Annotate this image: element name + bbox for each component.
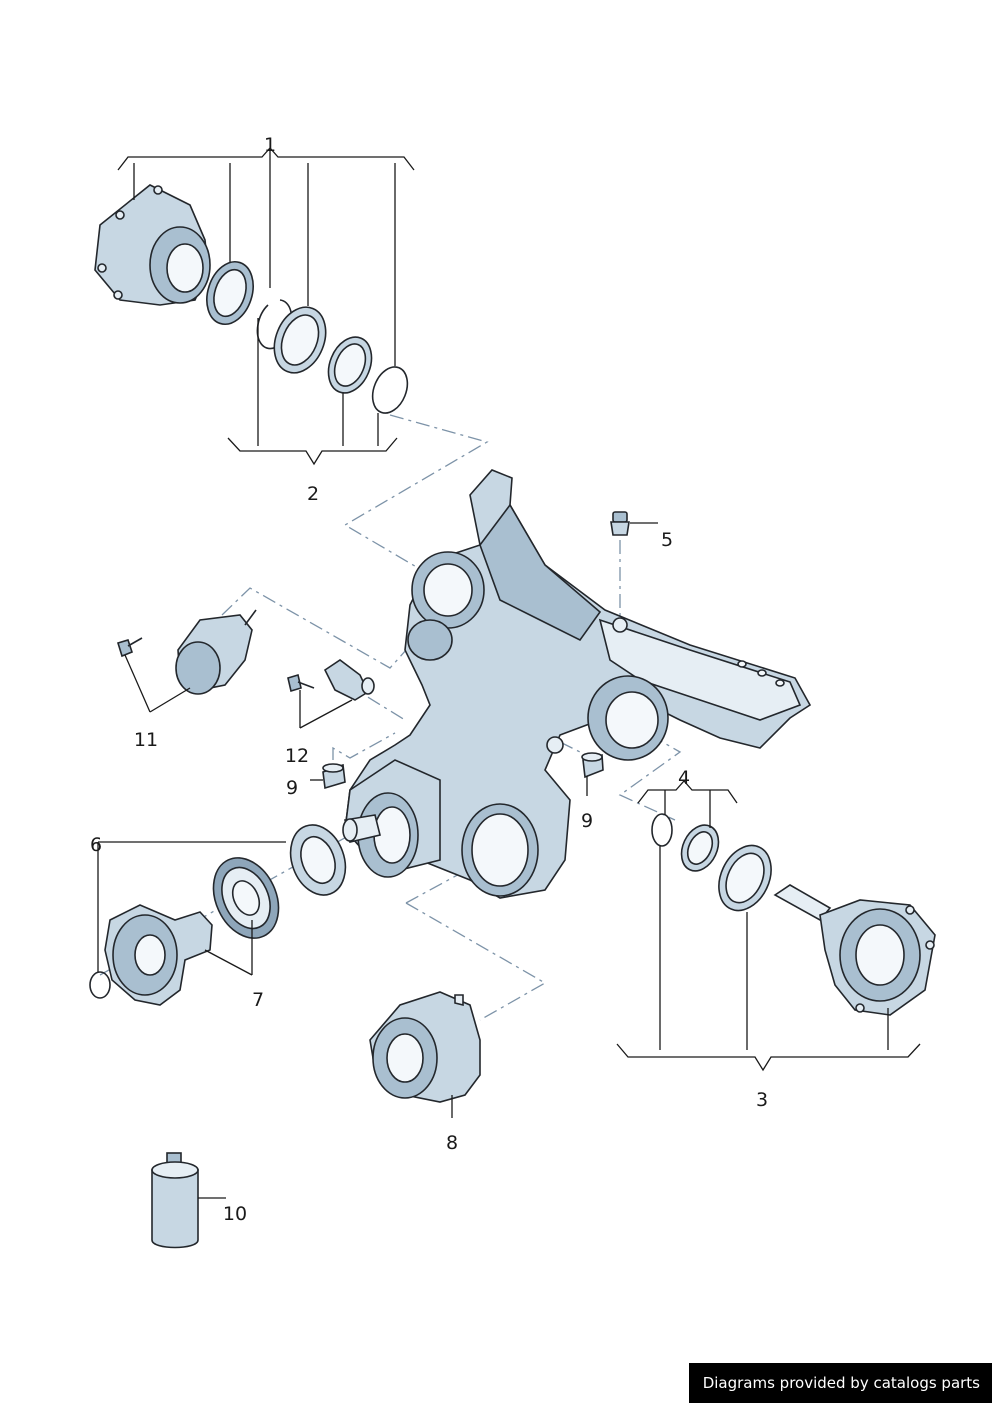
bearing-ring-inner — [280, 314, 320, 366]
callout-3: 3 — [756, 1089, 768, 1111]
mount-core — [386, 1033, 424, 1083]
output-bolt-hole-2 — [925, 940, 935, 950]
callout-8: 8 — [446, 1132, 458, 1154]
part-6-input-flange — [89, 824, 347, 1006]
cover-bolt-hole-2 — [153, 185, 163, 195]
bushing-left-top — [322, 763, 344, 773]
callout-labels: 1 2 3 4 5 6 7 8 9 9 10 11 12 — [90, 134, 768, 1225]
bottle-body — [151, 1169, 199, 1249]
actuator-cap — [175, 641, 221, 695]
o-ring — [371, 366, 409, 414]
bolt-head-a — [116, 639, 133, 658]
shaft-seal-inner — [300, 835, 336, 885]
seal-ring-a-inner — [213, 268, 247, 318]
callout-11: 11 — [134, 729, 158, 751]
part-10-oil-bottle — [151, 1152, 199, 1249]
credit-banner: Diagrams provided by catalogs parts — [688, 1363, 992, 1403]
bolt-head-b — [287, 673, 302, 693]
cover-flange-bore — [166, 243, 204, 293]
cover-bolt-hole-1 — [115, 210, 125, 220]
bottle-top — [151, 1161, 199, 1179]
bolt-shank-b — [297, 681, 315, 689]
part-7-disc — [212, 857, 280, 939]
plug-body — [610, 521, 630, 536]
bracket-part-4 — [637, 780, 738, 804]
part-5-plug — [610, 511, 630, 536]
housing-arm-hole-3 — [775, 679, 785, 687]
actuator-stud — [244, 609, 257, 626]
callout-12: 12 — [285, 745, 309, 767]
callout-6: 6 — [90, 834, 102, 856]
callout-7: 7 — [252, 989, 264, 1011]
callout-9-left: 9 — [286, 777, 298, 799]
housing-spline-shaft-end — [342, 818, 358, 842]
sensor-tip — [361, 677, 375, 695]
cover-bolt-hole-4 — [113, 290, 123, 300]
housing-port-upper-bore — [423, 563, 473, 617]
housing-port-side — [407, 619, 453, 661]
bracket-part-2 — [227, 437, 398, 466]
callout-1: 1 — [264, 134, 276, 156]
housing-arm — [598, 618, 802, 721]
bolt-shank-a — [127, 637, 143, 647]
sensor-body — [323, 659, 370, 701]
output-bolt-hole-1 — [905, 905, 915, 915]
transfer-housing — [342, 469, 812, 899]
link-flange-right — [618, 734, 682, 821]
circlip-b — [651, 813, 673, 847]
o-ring-small — [89, 971, 111, 999]
disc-bore — [231, 880, 261, 916]
housing-side-boss — [546, 736, 564, 754]
bracket-part-3 — [616, 1043, 921, 1072]
link-actuator-to-housing — [221, 587, 416, 669]
leader-lines — [97, 148, 889, 1199]
brackets — [117, 147, 921, 1072]
callout-9-right: 9 — [581, 810, 593, 832]
housing-port-right-bore — [605, 691, 659, 749]
part-1-cover-assembly — [94, 184, 409, 414]
link-seal-to-housing — [343, 414, 489, 573]
seal-ring-b-inner — [725, 852, 765, 904]
housing-arm-hole-1 — [737, 660, 747, 668]
part-11-actuator — [116, 609, 257, 695]
bushing-right-top — [581, 752, 603, 762]
part-3-output-flange — [651, 813, 936, 1016]
housing-plug-hole — [612, 617, 628, 633]
ring-b-inner — [686, 831, 714, 865]
shim-ring-inner — [333, 343, 367, 387]
housing-arm-hole-2 — [757, 669, 767, 677]
plug-head — [612, 511, 628, 523]
part-8-mount — [369, 991, 481, 1103]
link-mount-to-housing-b — [405, 902, 547, 1021]
callout-4: 4 — [678, 767, 690, 789]
output-bolt-hole-3 — [855, 1003, 865, 1013]
cover-bolt-hole-3 — [97, 263, 107, 273]
housing-upper-rib — [479, 503, 602, 642]
bracket-part-1 — [117, 147, 415, 171]
callout-2: 2 — [307, 483, 319, 505]
part-12-sensor — [287, 659, 375, 701]
output-spline-shaft — [773, 884, 832, 922]
part-9-bushings — [322, 752, 604, 790]
housing-lower-mount-seat-bore — [471, 813, 529, 887]
output-flange-bore — [855, 924, 905, 986]
callout-10: 10 — [223, 1203, 247, 1225]
input-flange-bore — [134, 934, 166, 976]
link-bushing-to-housing — [332, 732, 396, 760]
mount-tab — [454, 994, 464, 1007]
callout-5: 5 — [661, 529, 673, 551]
